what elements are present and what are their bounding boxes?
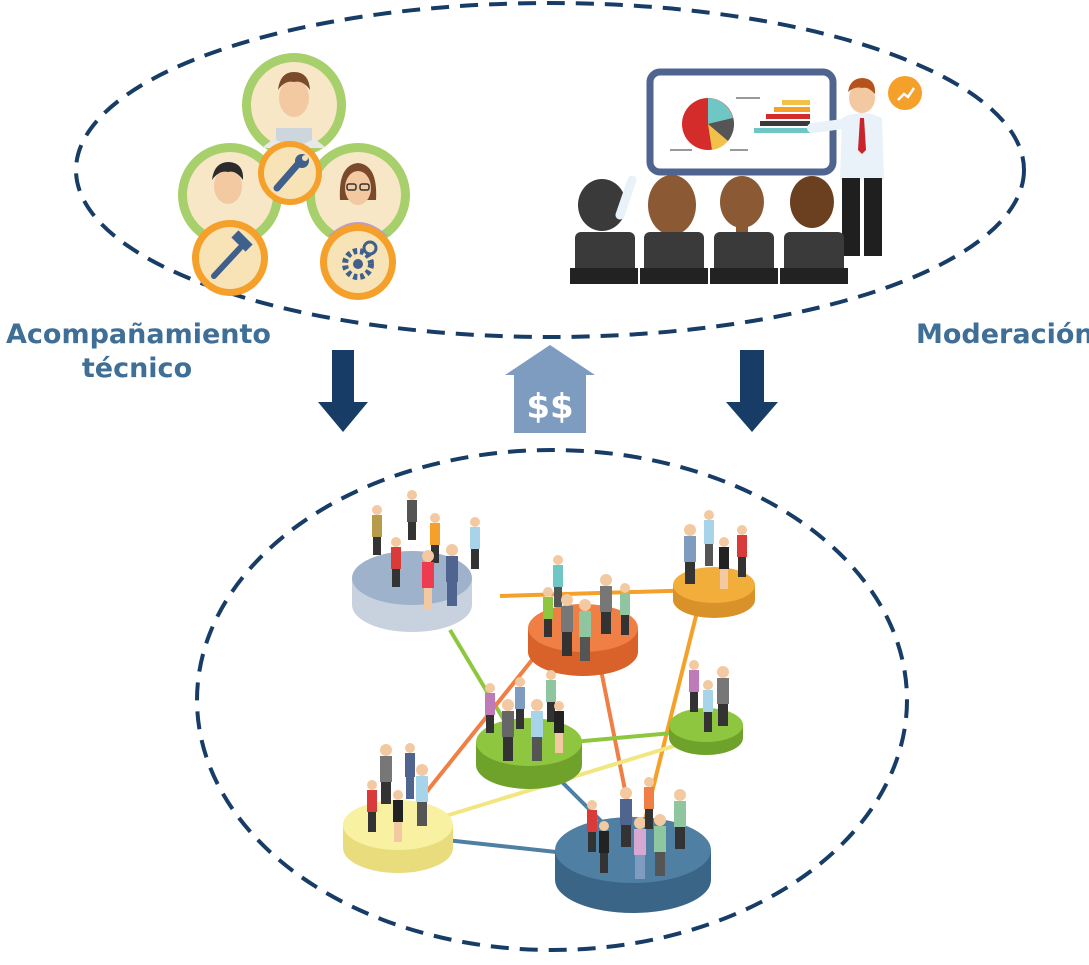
expert-avatar-top (242, 53, 346, 157)
presenter-figure (807, 78, 884, 256)
hammer-icon (192, 220, 268, 296)
people-group-green-right (689, 660, 729, 732)
technical-support-label: Acompañamiento técnico (6, 318, 271, 386)
top-dashed-ellipse (74, 1, 1026, 339)
gear-icon (320, 224, 396, 300)
people-group-orange (543, 555, 630, 661)
people-group-blue-gray (372, 490, 480, 610)
trend-up-icon (888, 76, 922, 110)
audience-group (570, 175, 848, 284)
pie-chart-icon (670, 97, 760, 151)
audience-member-1 (570, 175, 638, 284)
group-steel-blue (555, 817, 711, 913)
wrench-icon (258, 141, 322, 205)
audience-member-2 (640, 175, 708, 284)
moderation-label: Moderación (916, 319, 1089, 350)
arrow-down-right (726, 350, 778, 432)
presentation-group (570, 68, 922, 284)
bar-chart-icon (754, 100, 810, 133)
arrow-down-left (318, 350, 368, 432)
bottom-dashed-ellipse (195, 448, 909, 952)
people-group-steel-blue (587, 777, 686, 879)
people-group-green-left (485, 670, 564, 761)
people-group-yellow-orange (684, 510, 747, 589)
technical-support-label-line1: Acompañamiento (6, 319, 271, 350)
money-label: $$ (526, 387, 573, 427)
audience-member-3 (710, 176, 778, 284)
people-group-pale-yellow (367, 743, 428, 842)
expert-team-group (178, 53, 410, 300)
technical-support-label-line2: técnico (81, 353, 193, 384)
money-arrow-up: $$ (505, 345, 595, 433)
audience-member-4 (780, 176, 848, 284)
expert-avatar-left (178, 143, 282, 247)
